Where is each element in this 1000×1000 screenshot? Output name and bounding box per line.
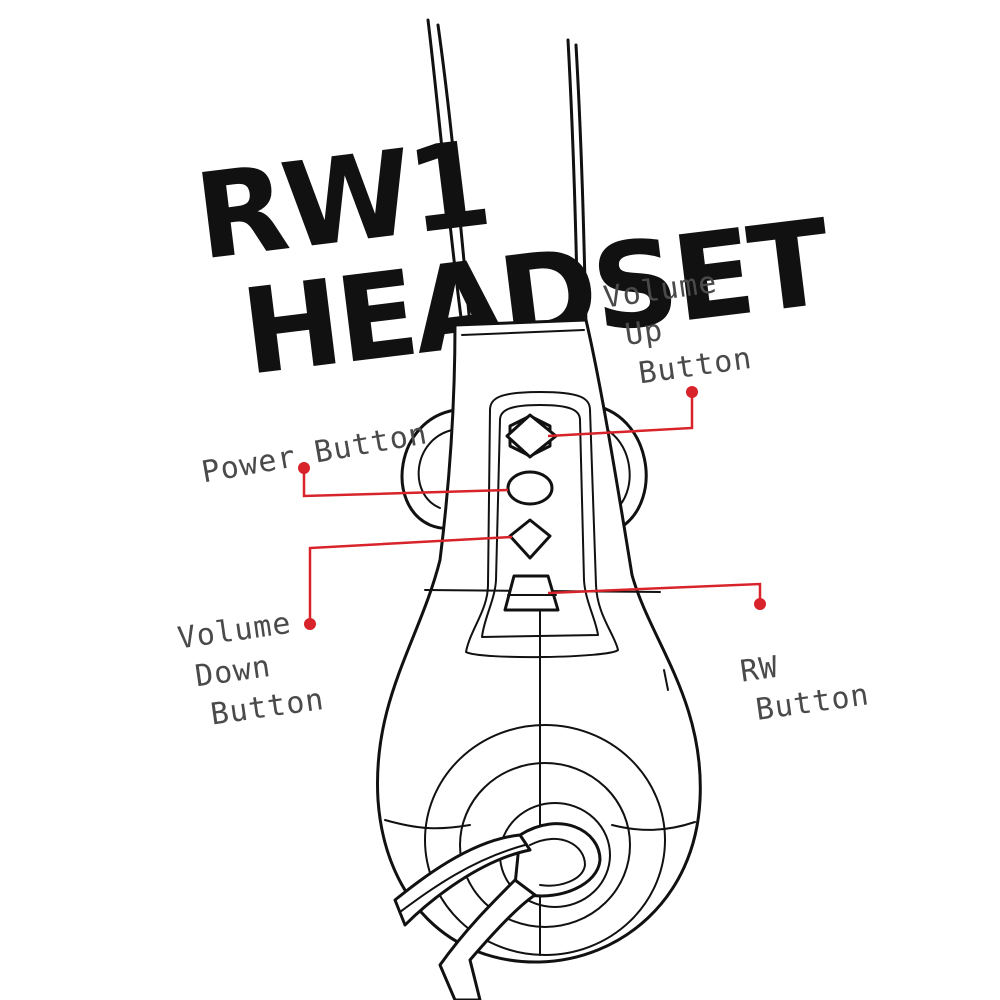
pentagon-up-icon — [505, 413, 558, 459]
trapezoid-icon[interactable] — [503, 574, 560, 612]
diamond-icon[interactable] — [508, 518, 552, 560]
power-line-1: Power Button — [199, 416, 430, 490]
callout-dot-volume-down — [304, 618, 316, 630]
volume-up-line-2: Up — [623, 313, 666, 353]
callout-dot-rw — [754, 598, 766, 610]
callout-label-power: Power Button — [199, 416, 430, 490]
volume-down-line-1: Volume — [175, 606, 293, 657]
headset-body — [375, 318, 702, 964]
callout-line-power — [302, 468, 509, 498]
callout-label-volume-down: Volume Down Button — [175, 606, 326, 733]
callout-line-volume-down — [308, 535, 513, 624]
callout-lines — [298, 386, 766, 630]
rw-line-1: RW — [738, 650, 781, 690]
volume-down-line-2: Down — [193, 649, 273, 694]
callout-line-volume-up — [547, 392, 694, 438]
oval-icon[interactable] — [506, 470, 554, 506]
cable — [393, 822, 602, 1000]
callout-line-rw — [547, 582, 762, 604]
callout-label-rw: RW Button — [738, 650, 872, 728]
headband — [426, 18, 588, 327]
controls — [503, 413, 560, 612]
callout-dot-power — [298, 462, 310, 474]
callout-dot-volume-up — [686, 386, 698, 398]
